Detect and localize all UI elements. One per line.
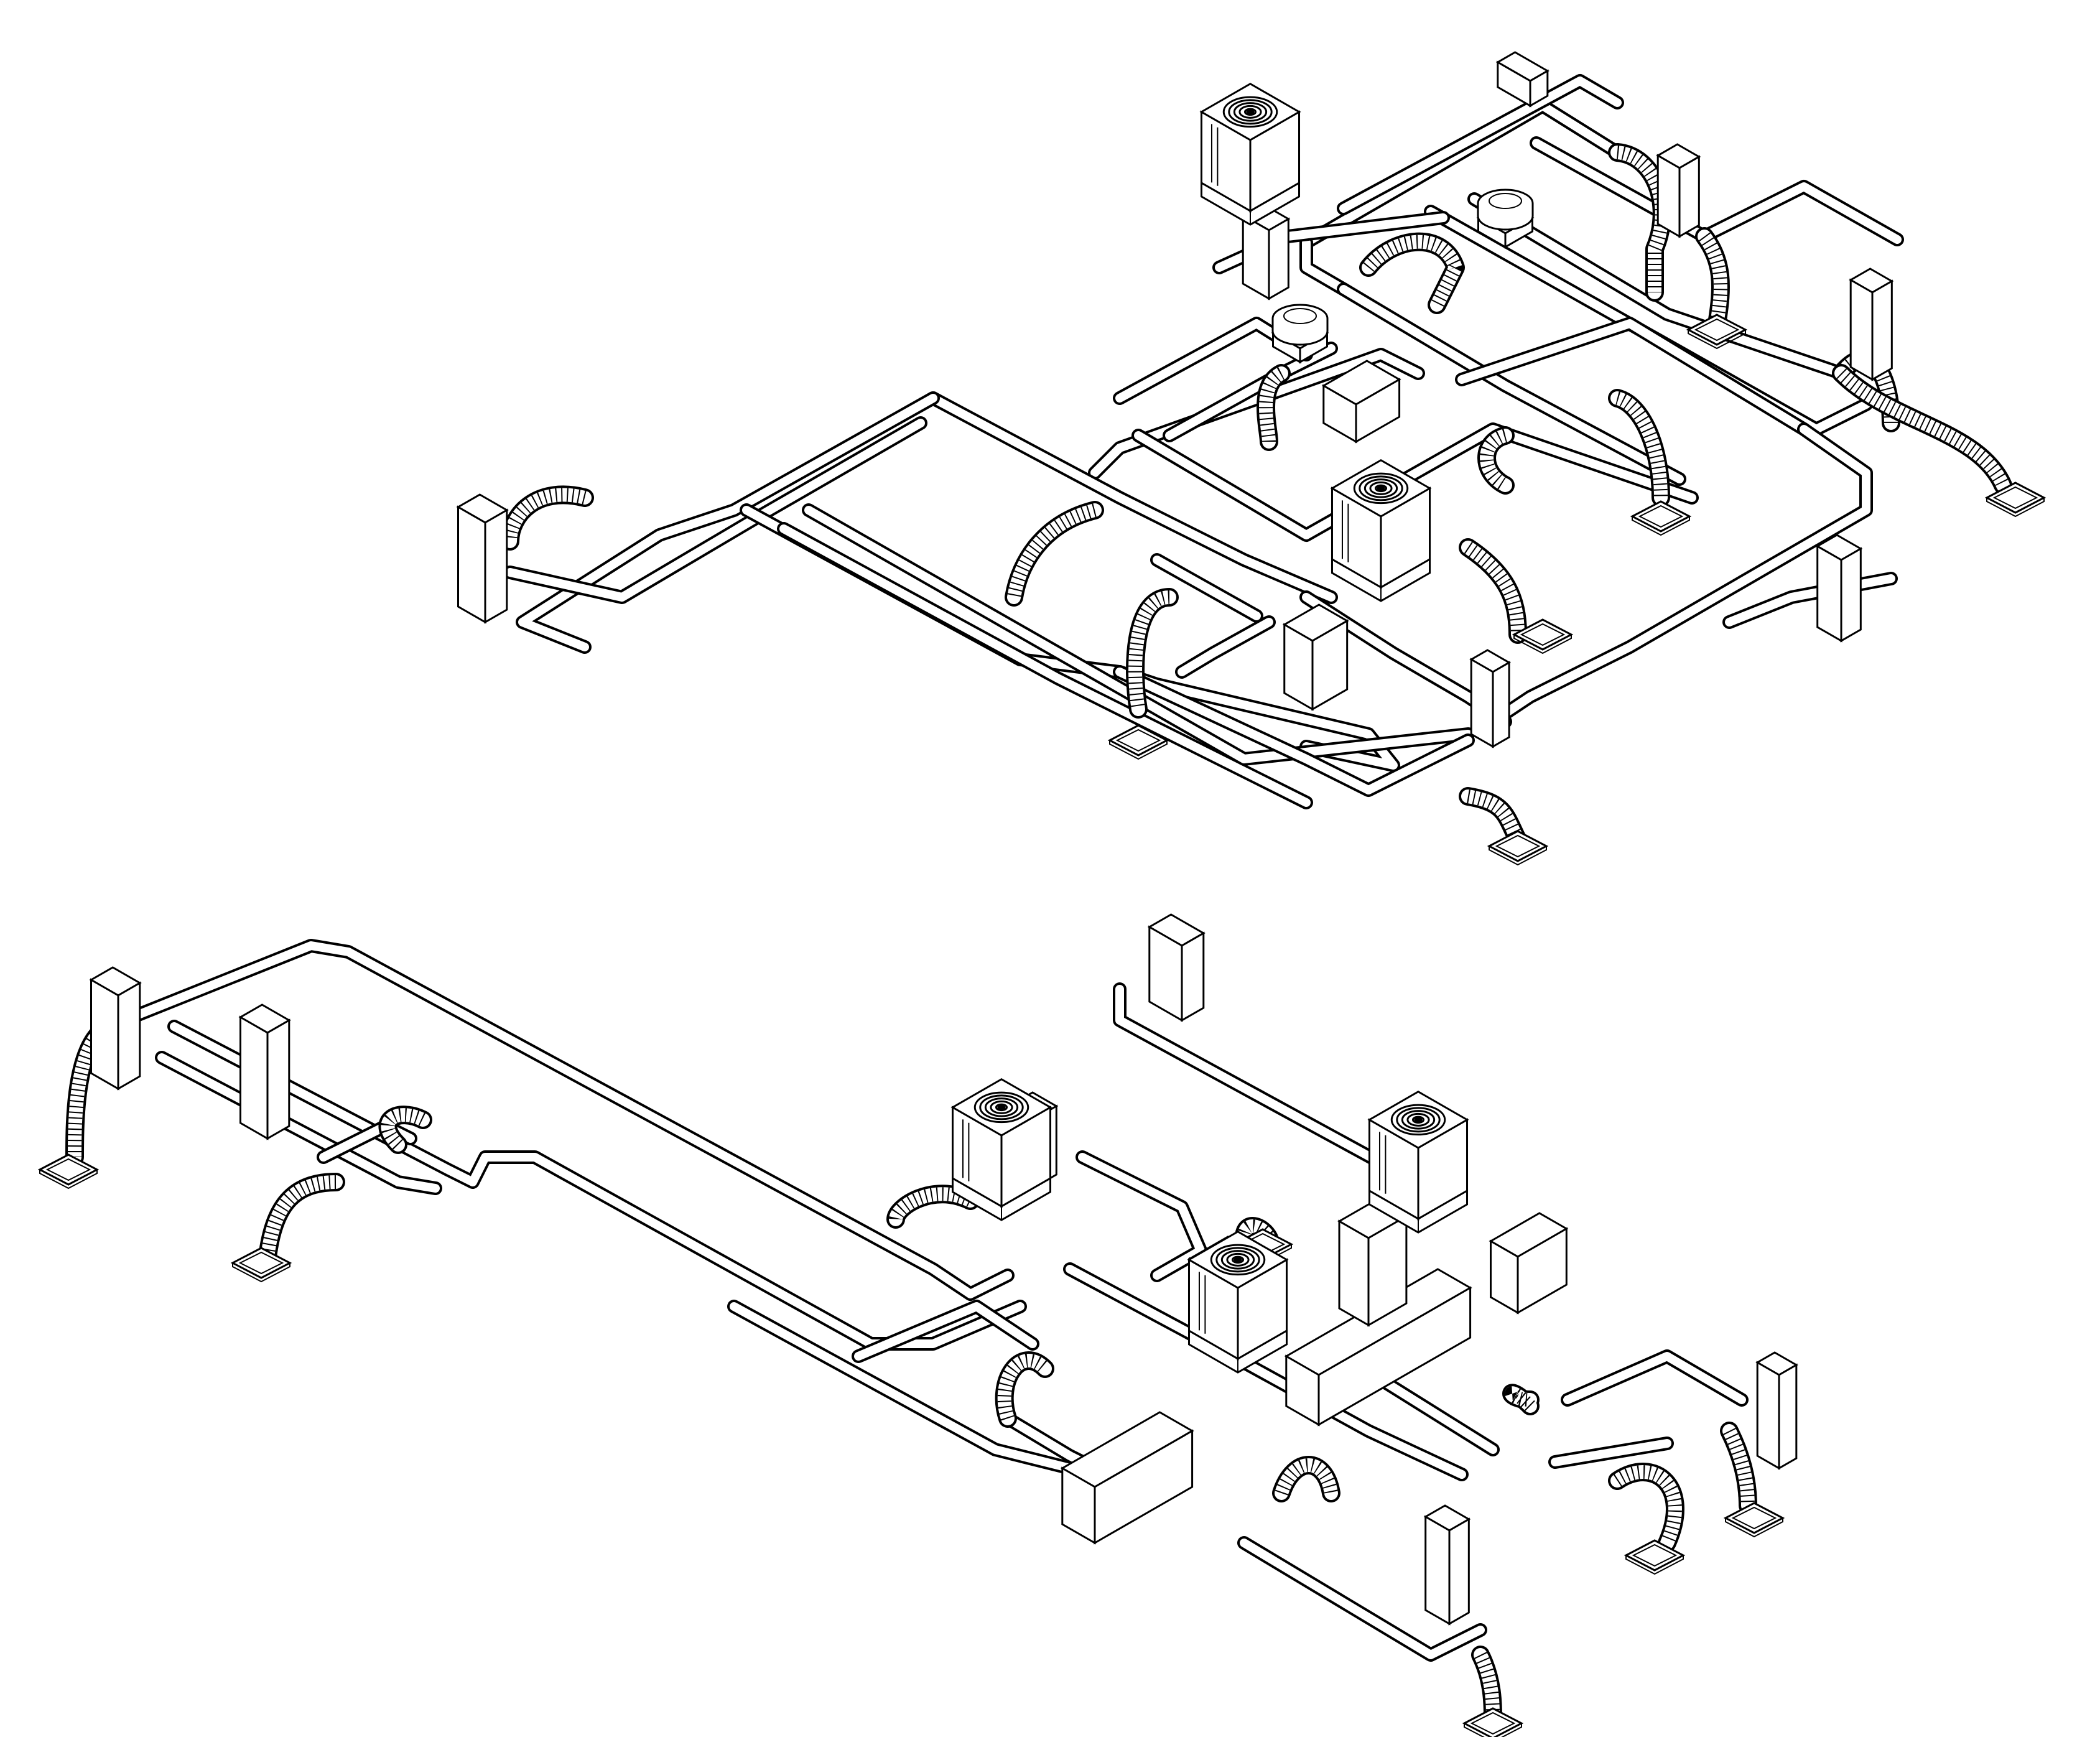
unit-d [1187, 1231, 1289, 1374]
duct-top-mid [1424, 205, 1873, 436]
grille-e [1656, 143, 1701, 238]
duct-top-east [1530, 136, 1904, 246]
duct-mid-f [926, 391, 1338, 604]
duct-inner-c [1175, 615, 1276, 679]
boot-up-4 [1984, 482, 2047, 518]
flex-up-1 [1359, 232, 1465, 314]
fan-grille-icon [1353, 472, 1409, 505]
grille-lo-n [238, 1004, 291, 1140]
flex-lo-2 [258, 1173, 345, 1266]
unit-e [1367, 1091, 1469, 1234]
flex-lo-4 [886, 1185, 980, 1229]
grille-lo-nw [89, 966, 142, 1091]
duct-mid-loop [1486, 422, 1873, 729]
plenum-lo-a [1060, 1411, 1194, 1545]
duct-mid-e [1722, 572, 1898, 629]
grille-lo-ne [1147, 913, 1206, 1022]
grille-lo-se [1423, 1504, 1471, 1626]
boot-lo-2 [230, 1247, 292, 1283]
air-handler-units [950, 83, 1534, 1374]
grille-lo-e [1755, 1351, 1798, 1470]
duct-south-c [802, 503, 1475, 766]
floor-boots [37, 314, 2047, 1737]
duct-mid-d [1455, 317, 1811, 436]
duct-south-b [777, 522, 1313, 809]
boot-lo-3 [1624, 1539, 1686, 1575]
fan-grille-icon [1210, 1244, 1266, 1276]
duct-low-e [727, 1300, 1077, 1475]
flex-duct-runs [65, 143, 2012, 1726]
filter-box [1321, 360, 1401, 444]
grille-w [456, 493, 509, 624]
plenum-lo-c [1489, 1212, 1569, 1315]
unit-a [1199, 83, 1301, 226]
plenum-boxes [89, 51, 1894, 1626]
flex-lo-10 [1471, 1646, 1502, 1726]
boot-up-2 [1487, 830, 1549, 866]
grille-se [1815, 534, 1863, 643]
flex-up-13 [501, 485, 594, 551]
duct-inner-d [1150, 553, 1263, 623]
fan-grille-icon [1390, 1104, 1446, 1136]
flex-up-11 [1459, 538, 1527, 644]
vent-b [1271, 304, 1329, 346]
duct-low-main [118, 939, 1015, 1301]
flex-up-9 [1005, 501, 1104, 607]
flex-up-10 [1126, 588, 1179, 719]
boot-lo-5 [1462, 1707, 1524, 1737]
duct-top-east-2 [1467, 192, 1848, 380]
flex-up-5 [1832, 364, 2012, 495]
flex-lo-8 [1608, 1463, 1684, 1552]
flex-up-12 [1459, 787, 1527, 849]
flex-up-6 [1257, 364, 1291, 451]
grille-s [1469, 649, 1512, 748]
duct-low-f [1076, 1150, 1207, 1282]
rigid-duct-runs [118, 74, 1904, 1662]
flex-up-2 [1608, 143, 1671, 302]
flex-lo-9 [1720, 1422, 1757, 1515]
unit-b [1330, 459, 1432, 602]
duct-west-b [503, 416, 927, 604]
duct-west-main [516, 391, 940, 654]
duct-south-d [1113, 665, 1475, 797]
boot-up-5 [1686, 314, 1748, 350]
flex-lo-7 [1502, 1384, 1540, 1415]
boot-up-6 [1512, 618, 1574, 654]
duct-low-b [167, 1020, 1027, 1351]
boot-lo-4 [1723, 1502, 1785, 1538]
fan-grille-icon [1222, 96, 1278, 128]
grille-ne [1495, 51, 1549, 108]
boot-up-3 [1630, 500, 1692, 536]
boot-up-1 [1107, 724, 1169, 760]
unit-c [950, 1078, 1052, 1221]
flex-up-3 [1695, 227, 1730, 333]
flex-lo-5 [995, 1351, 1054, 1428]
flex-lo-6 [1272, 1456, 1340, 1502]
duct-low-l [1561, 1349, 1749, 1407]
duct-low-d [852, 1300, 1039, 1363]
plenum-unit-a-base [1241, 203, 1291, 300]
plenum-unit-b-drop [1282, 603, 1349, 711]
grille-far-e [1849, 268, 1894, 381]
duct-low-m [1548, 1437, 1674, 1469]
boot-lo-1 [37, 1153, 100, 1190]
duct-low-k [1237, 1536, 1487, 1662]
duct-top-drop [1299, 236, 1350, 296]
duct-top-north-2 [1337, 74, 1624, 215]
flex-up-7 [1608, 389, 1670, 507]
duct-mid-b [1088, 348, 1425, 480]
flex-up-8 [1477, 426, 1515, 495]
plenum-lo-b [1284, 1268, 1472, 1427]
flex-lo-3 [378, 1106, 432, 1154]
fan-grille-icon [973, 1091, 1029, 1124]
duct-top-diag [1337, 282, 1686, 486]
vent-a [1477, 189, 1534, 231]
